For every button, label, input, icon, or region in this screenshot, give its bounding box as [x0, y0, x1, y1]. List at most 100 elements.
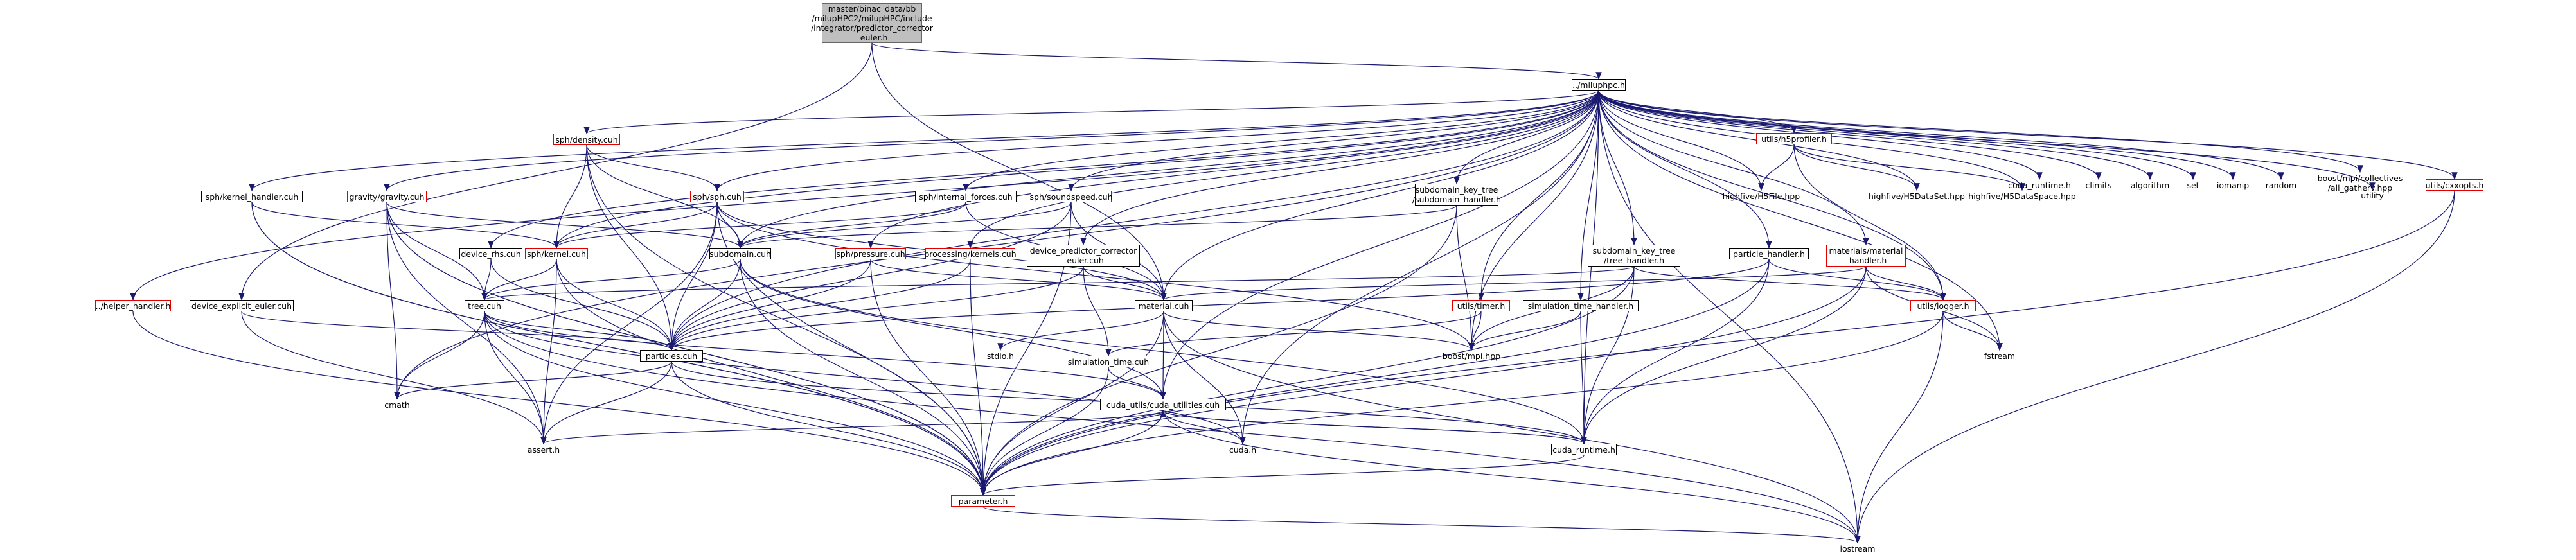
edge-miluphpc-to-soundspeed	[1068, 90, 1599, 192]
edge-miluphpc-to-h5file	[1598, 90, 1764, 191]
edge-tree-to-cuda_utilities	[484, 311, 1166, 400]
node-cuda-utilities[interactable]: cuda_utils/cuda_utilities.cuh	[1100, 399, 1226, 410]
node-highfive-h5file: highfive/H5File.hpp	[1722, 191, 1800, 201]
node-tree[interactable]: tree.cuh	[465, 300, 504, 311]
edge-h5profiler-to-h5file	[1758, 144, 1795, 191]
edge-material_handler-to-logger	[1865, 266, 1946, 301]
node-tree-handler[interactable]: subdomain_key_tree /tree_handler.h	[1588, 245, 1680, 267]
node-utils-cxxopts[interactable]: utils/cxxopts.h	[2425, 179, 2484, 191]
edge-device_predictor_corrector-to-simulation_time_cuh	[1083, 266, 1112, 357]
node-utils-h5profiler[interactable]: utils/h5profiler.h	[1756, 133, 1832, 144]
node-simulation-time-handler[interactable]: simulation_time_handler.h	[1523, 300, 1639, 311]
edge-miluphpc-to-logger	[1598, 90, 1946, 301]
edge-subdomain-to-cuda_runtime_box	[740, 259, 1587, 445]
edge-cxxopts-to-parameter	[980, 190, 2455, 496]
node-cuda-runtime[interactable]: cuda_runtime.h	[1551, 444, 1617, 455]
node-iomanip: iomanip	[2216, 180, 2250, 190]
node-utility: utility	[2361, 190, 2384, 200]
node-random: random	[2265, 180, 2297, 190]
edge-internal_forces-to-subdomain	[737, 202, 966, 249]
edge-miluphpc-to-simulation_time_handler	[1577, 90, 1599, 301]
node-utils-logger[interactable]: utils/logger.h	[1910, 300, 1976, 311]
edge-particle_handler-to-logger	[1768, 259, 1946, 301]
edge-cuda_utilities-to-assert	[540, 410, 1164, 445]
edge-density-to-subdomain	[586, 144, 743, 249]
edge-logger-to-parameter	[980, 311, 1944, 496]
edge-h5profiler-to-h5dataset	[1793, 144, 1920, 191]
node-parameter[interactable]: parameter.h	[951, 495, 1015, 507]
node-cuda-h: cuda.h	[1229, 444, 1257, 455]
node-material-cuh[interactable]: material.cuh	[1135, 300, 1193, 311]
edge-particles-to-cmath	[394, 361, 672, 400]
node-particle-handler[interactable]: particle_handler.h	[1729, 248, 1809, 259]
edge-subdomain_handler-to-subdomain	[737, 205, 1457, 249]
node-sph-pressure[interactable]: sph/pressure.cuh	[835, 248, 906, 259]
edge-miluphpc-to-material_cuh	[1160, 90, 1599, 301]
edge-miluphpc-to-cuda_utilities	[1160, 90, 1599, 400]
edge-tree-to-cmath	[394, 311, 485, 400]
edge-tree-to-assert	[484, 311, 547, 445]
edge-miluphpc-to-cuda_runtime_box	[1581, 90, 1599, 445]
edge-miluphpc-to-internal_forces	[963, 90, 1599, 192]
edge-cuda_runtime_box-to-parameter	[980, 455, 1585, 496]
node-material-handler[interactable]: materials/material _handler.h	[1826, 245, 1906, 267]
edge-miluphpc-to-fstream	[1598, 90, 2003, 351]
node-particles[interactable]: particles.cuh	[640, 350, 703, 362]
node-device-explicit-euler[interactable]: device_explicit_euler.cuh	[190, 300, 294, 311]
node-device-rhs[interactable]: device_rhs.cuh	[459, 248, 522, 259]
edge-material_cuh-to-iostream	[1163, 311, 1861, 544]
node-simulation-time-cuh[interactable]: simulation_time.cuh	[1067, 356, 1150, 367]
edge-material_handler-to-cuda_runtime_box	[1581, 266, 1867, 445]
node-highfive-h5dataspace: highfive/H5DataSpace.hpp	[1968, 191, 2076, 201]
edge-material_handler-to-material_cuh	[1160, 266, 1867, 301]
edge-sph-to-kernel	[553, 202, 718, 249]
edge-device_predictor_corrector-to-material_cuh	[1083, 266, 1167, 301]
node-subdomain[interactable]: subdomain.cuh	[709, 248, 771, 259]
edge-device_rhs-to-tree	[481, 259, 492, 301]
edge-cuda_utilities-to-parameter	[980, 410, 1164, 496]
edge-miluphpc-to-pressure	[867, 90, 1599, 249]
edge-miluphpc-to-density	[583, 90, 1599, 135]
node-processing-kernels[interactable]: processing/kernels.cuh	[924, 248, 1017, 259]
edge-internal_forces-to-kernel	[553, 202, 966, 249]
node-highfive-h5dataset: highfive/H5DataSet.hpp	[1869, 191, 1965, 201]
node-subdomain-handler[interactable]: subdomain_key_tree /subdomain_handler.h	[1412, 184, 1502, 206]
edge-pressure-to-parameter	[870, 259, 986, 496]
node-assert: assert.h	[527, 444, 560, 455]
node-gravity[interactable]: gravity/gravity.cuh	[347, 191, 427, 202]
edge-h5profiler-to-logger	[1793, 144, 1946, 301]
edge-subdomain_handler-to-boost_mpi	[1456, 205, 1475, 351]
edge-miluphpc-to-cxxopts	[1598, 90, 2458, 180]
edge-simulation_time_cuh-to-cuda_utilities	[1108, 367, 1166, 400]
edge-miluphpc-to-device_predictor_corrector	[1080, 90, 1599, 246]
node-miluphpc[interactable]: ../miluphpc.h	[1572, 79, 1626, 91]
edge-miluphpc-to-helper_handler	[130, 90, 1599, 301]
edge-miluphpc-to-cmath	[394, 90, 1599, 400]
node-sph-soundspeed[interactable]: sph/soundspeed.cuh	[1029, 191, 1113, 202]
edge-subdomain-to-particles	[668, 259, 741, 351]
node-device-predictor-corrector[interactable]: device_predictor_corrector _euler.cuh	[1027, 245, 1140, 267]
edge-tree-to-cuda_h	[484, 311, 1246, 445]
edge-simulation_time_cuh-to-parameter	[980, 367, 1109, 496]
edge-particles-to-parameter	[671, 361, 986, 496]
edge-density-to-kernel	[553, 144, 587, 249]
node-sph-kernel[interactable]: sph/kernel.cuh	[525, 248, 588, 259]
node-algorithm: algorithm	[2130, 180, 2170, 190]
node-sph-sph[interactable]: sph/sph.cuh	[690, 191, 744, 202]
node-utils-timer[interactable]: utils/timer.h	[1452, 300, 1510, 311]
edge-miluphpc-to-iostream	[1598, 90, 1861, 544]
edge-simulation_time_handler-to-boost_mpi	[1468, 311, 1581, 351]
edge-tree-to-parameter	[484, 311, 986, 496]
edge-subdomain-to-tree	[481, 259, 741, 301]
node-predictor-corrector-euler: master/binac_data/bb /milupHPC2/milupHPC…	[810, 3, 934, 43]
node-sph-internal-forces[interactable]: sph/internal_forces.cuh	[915, 191, 1017, 202]
node-sph-kernel-handler[interactable]: sph/kernel_handler.cuh	[201, 191, 303, 202]
edge-material_handler-to-parameter	[980, 266, 1867, 496]
node-helper-handler[interactable]: ../helper_handler.h	[95, 300, 171, 311]
edge-miluphpc-to-gravity	[384, 90, 1599, 192]
node-climits: climits	[2085, 180, 2112, 190]
node-sph-density[interactable]: sph/density.cuh	[553, 134, 620, 145]
node-fstream: fstream	[1984, 351, 2016, 361]
edge-device_predictor_corrector-to-particles	[668, 266, 1084, 351]
edge-device_explicit_euler-to-assert	[241, 311, 547, 445]
